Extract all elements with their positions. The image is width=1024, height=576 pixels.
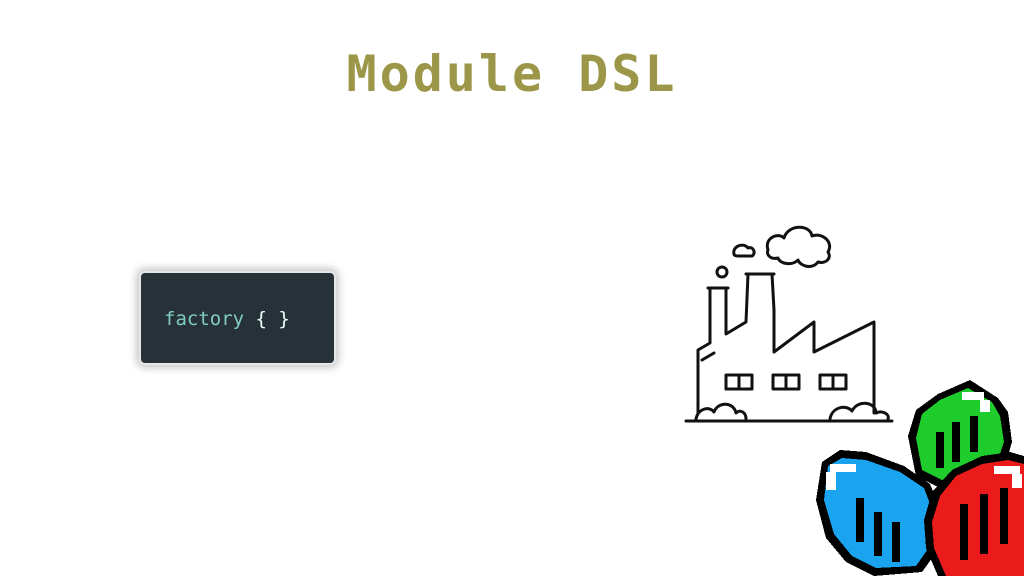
slide-title: Module DSL (346, 45, 678, 103)
pixel-gem-red (924, 452, 1024, 576)
factory-cloud-large (765, 225, 831, 268)
factory-smoke-small (715, 265, 729, 279)
code-keyword: factory (164, 308, 245, 330)
factory-bush-left (694, 402, 748, 421)
code-braces: { } (244, 308, 290, 330)
pixel-gem-cluster (816, 380, 1024, 576)
code-card: factory { } (139, 271, 336, 365)
factory-icon (684, 225, 894, 423)
factory-cloud-small (732, 243, 756, 258)
pixel-gem-blue (816, 450, 942, 576)
code-line: factory { } (164, 307, 290, 331)
factory-roof-inner (700, 351, 716, 362)
factory-bush-right (828, 401, 890, 421)
